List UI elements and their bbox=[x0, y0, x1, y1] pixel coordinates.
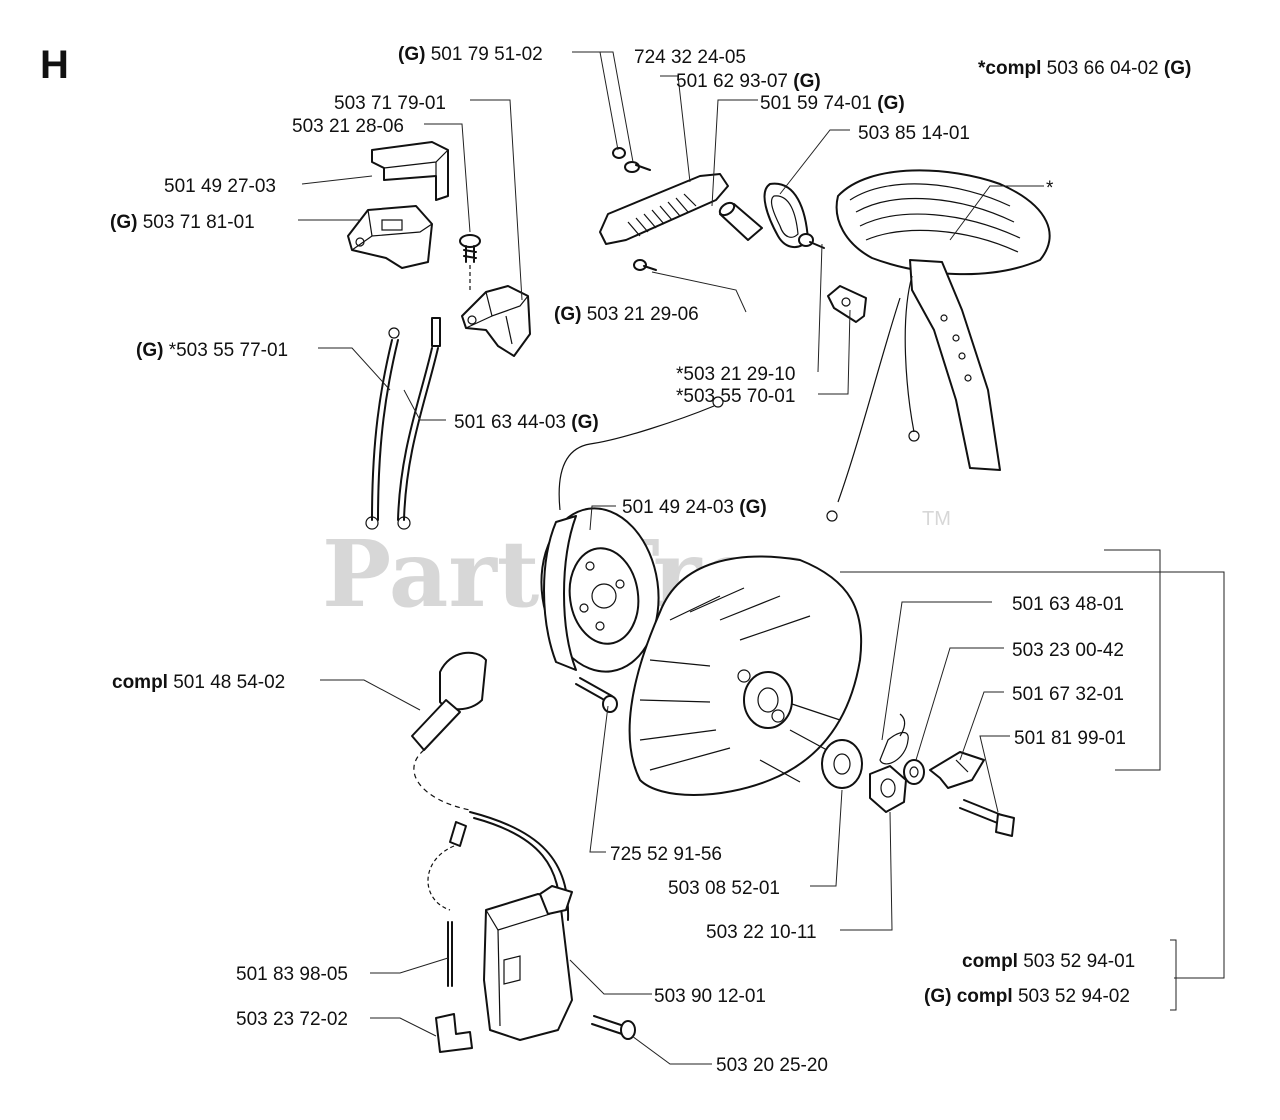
label-503-71-81-01: (G) 503 71 81-01 bbox=[110, 212, 255, 233]
section-letter: H bbox=[40, 43, 69, 87]
label-501-62-93-07: 501 62 93-07 (G) bbox=[676, 71, 821, 92]
label-501-63-44-03: 501 63 44-03 (G) bbox=[454, 412, 599, 433]
label-503-85-14-01: 503 85 14-01 bbox=[858, 123, 970, 144]
part-pawl-assembly bbox=[879, 713, 1015, 837]
part-labels: (G) 501 79 51-02 724 32 24-05 501 62 93-… bbox=[110, 44, 1191, 1076]
part-screw-small-1 bbox=[459, 234, 481, 290]
part-ground-wire bbox=[558, 396, 724, 511]
label-501-49-27-03: 501 49 27-03 bbox=[164, 176, 276, 197]
part-screw-725 bbox=[575, 677, 618, 713]
part-switch-housing bbox=[347, 205, 433, 269]
label-503-08-52-01: 503 08 52-01 bbox=[668, 878, 780, 899]
label-501-63-48-01: 501 63 48-01 bbox=[1012, 594, 1124, 615]
label-501-59-74-01: 501 59 74-01 (G) bbox=[760, 93, 905, 114]
label-503-23-00-42: 503 23 00-42 bbox=[1012, 640, 1124, 661]
leader-lines bbox=[298, 51, 1225, 1065]
part-cover-plate bbox=[599, 173, 729, 245]
part-washer-503-08 bbox=[821, 739, 863, 789]
part-switch-mount bbox=[461, 285, 531, 357]
label-503-20-25-20: 503 20 25-20 bbox=[716, 1055, 828, 1076]
part-bracket-cover bbox=[371, 141, 449, 201]
label-503-52-94-01: compl 503 52 94-01 bbox=[962, 951, 1135, 972]
watermark-tm: TM bbox=[922, 508, 951, 530]
part-shroud bbox=[826, 169, 1051, 522]
label-501-79-51-02: (G) 501 79 51-02 bbox=[398, 44, 543, 65]
label-503-71-79-01: 503 71 79-01 bbox=[334, 93, 446, 114]
part-screw-small-2 bbox=[633, 259, 657, 271]
label-503-21-28-06: 503 21 28-06 bbox=[292, 116, 404, 137]
label-503-90-12-01: 503 90 12-01 bbox=[654, 986, 766, 1007]
label-725-52-91-56: 725 52 91-56 bbox=[610, 844, 722, 865]
label-501-48-54-02: compl 501 48 54-02 bbox=[112, 672, 285, 693]
label-501-81-99-01: 501 81 99-01 bbox=[1014, 728, 1126, 749]
label-asterisk: * bbox=[1046, 178, 1054, 199]
part-nut bbox=[869, 765, 907, 813]
part-flywheel bbox=[628, 555, 863, 796]
label-724-32-24-05: 724 32 24-05 bbox=[634, 47, 746, 68]
label-503-21-29-10: *503 21 29-10 bbox=[676, 364, 795, 385]
part-wire-connector bbox=[427, 821, 467, 987]
label-503-55-77-01: (G) *503 55 77-01 bbox=[136, 340, 288, 361]
label-501-49-24-03: 501 49 24-03 (G) bbox=[622, 497, 767, 518]
part-magnet-ring bbox=[540, 507, 660, 673]
label-503-52-94-02: (G) compl 503 52 94-02 bbox=[924, 986, 1130, 1007]
part-screw-503-20 bbox=[591, 1015, 636, 1040]
label-503-21-29-06: (G) 503 21 29-06 bbox=[554, 304, 699, 325]
part-screw-washer bbox=[612, 147, 651, 173]
label-501-67-32-01: 501 67 32-01 bbox=[1012, 684, 1124, 705]
part-ignition-module bbox=[483, 885, 573, 1041]
part-gasket-ring bbox=[763, 182, 809, 248]
label-503-66-04-02: *compl 503 66 04-02 (G) bbox=[978, 58, 1191, 79]
part-cable-pair bbox=[365, 317, 441, 530]
label-501-83-98-05: 501 83 98-05 bbox=[236, 964, 348, 985]
part-drawings bbox=[347, 141, 1051, 1053]
part-spark-plug-cap bbox=[411, 651, 570, 921]
label-503-55-70-01: *503 55 70-01 bbox=[676, 386, 795, 407]
part-sleeve bbox=[718, 201, 763, 241]
part-spacer bbox=[435, 1013, 473, 1053]
label-503-23-72-02: 503 23 72-02 bbox=[236, 1009, 348, 1030]
label-503-22-10-11: 503 22 10-11 bbox=[706, 922, 817, 943]
